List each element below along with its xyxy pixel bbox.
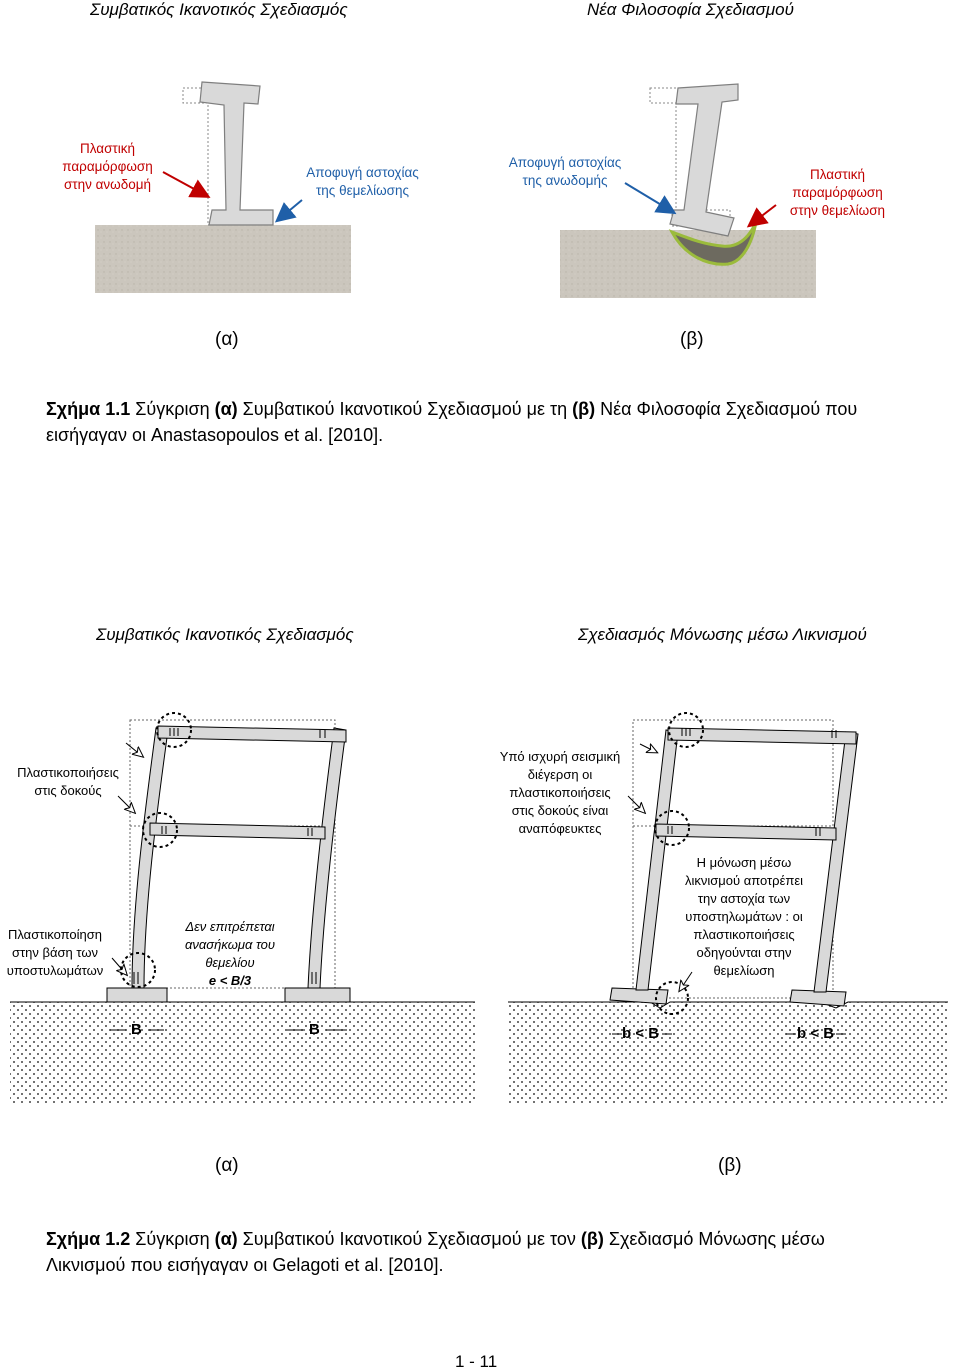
footing-right-b: [789, 989, 847, 1007]
fig2-right-title: Σχεδιασμός Μόνωσης μέσω Λικνισμού: [578, 625, 867, 644]
footing-right-a: [609, 987, 669, 1005]
fig2-subcaption-a: (α): [215, 1155, 239, 1176]
beam-right-mid: [655, 823, 837, 841]
footing-left-a: [106, 987, 168, 1003]
column-left-2: [307, 727, 347, 989]
dim-left-1: B: [131, 1021, 142, 1038]
beam-left-top: [157, 725, 347, 743]
arrow-blue-left: [274, 199, 303, 223]
fig1-right-title: Νέα Φιλοσοφία Σχεδιασμού: [587, 0, 794, 19]
fig1-caption: Σχήμα 1.1 Σύγκριση (α) Συμβατικού Ικανοτ…: [46, 399, 858, 445]
fig1-subcaption-b: (β): [680, 329, 704, 350]
soil-left-2: [10, 1002, 475, 1104]
dim-right-1: b < B: [622, 1025, 660, 1042]
fig1-left-title: Συμβατικός Ικανοτικός Σχεδιασμός: [90, 0, 348, 19]
page-number: 1 - 11: [455, 1352, 498, 1371]
arrow-blue-right: [624, 182, 677, 215]
wall-right-rotated: [669, 83, 739, 237]
wall-left-deformed: [199, 81, 274, 226]
arrow-red-right: [746, 204, 777, 228]
dim-left-2: B: [309, 1021, 320, 1038]
soil-right-2: [508, 1002, 948, 1104]
beam-right-top: [667, 727, 857, 745]
fig2-left-title: Συμβατικός Ικανοτικός Σχεδιασμός: [96, 625, 354, 644]
dim-right-2: b < B: [797, 1025, 835, 1042]
beam-left-mid: [149, 822, 326, 840]
arrow-red-left: [162, 171, 211, 198]
fig2-subcaption-b: (β): [718, 1155, 742, 1176]
soil-left: [95, 225, 351, 293]
fig2-caption: Σχήμα 1.2 Σύγκριση (α) Συμβατικού Ικανοτ…: [46, 1229, 825, 1275]
fig1-diagram: [95, 81, 816, 298]
fig1-subcaption-a: (α): [215, 329, 239, 350]
footing-left-b: [284, 987, 351, 1003]
column-left-1: [131, 727, 169, 989]
